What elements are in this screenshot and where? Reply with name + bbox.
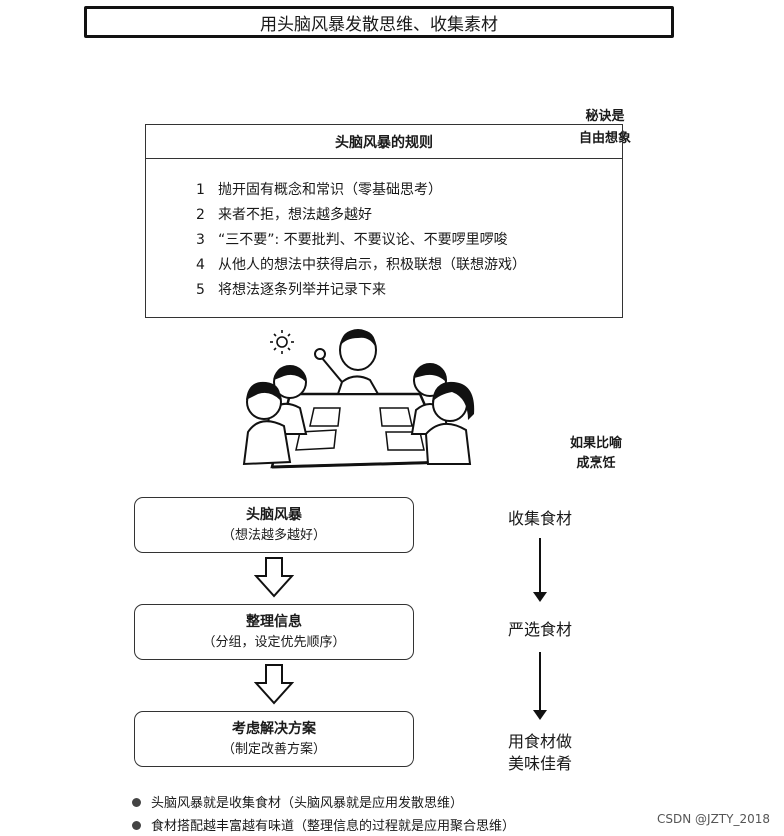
- food-step-text: 美味佳肴: [507, 754, 572, 773]
- page-title: 用头脑风暴发散思维、收集素材: [84, 6, 674, 38]
- cooking-analogy-label: 如果比喻 成烹饪: [556, 434, 636, 474]
- step-brainstorm: 头脑风暴 （想法越多越好）: [134, 497, 414, 553]
- note-item: 头脑风暴就是收集食材（头脑风暴就是应用发散思维）: [132, 792, 463, 811]
- rule-item: 5 将想法逐条列举并记录下来: [196, 279, 386, 299]
- rule-text: 从他人的想法中获得启示，积极联想（联想游戏）: [218, 257, 526, 273]
- rule-item: 4 从他人的想法中获得启示，积极联想（联想游戏）: [196, 254, 526, 274]
- rule-number: 1: [196, 182, 205, 198]
- rule-text: 抛开固有概念和常识（零基础思考）: [218, 182, 442, 198]
- step-title: 整理信息: [246, 614, 302, 630]
- rule-text: 将想法逐条列举并记录下来: [218, 282, 386, 298]
- rule-item: 2 来者不拒，想法越多越好: [196, 204, 372, 224]
- person-right-front: [424, 381, 475, 465]
- rules-title-text: 头脑风暴的规则: [335, 134, 433, 151]
- secret-note-line-2: 自由想象: [578, 131, 631, 146]
- rule-number: 2: [196, 207, 205, 223]
- cooking-analogy-line-2: 成烹饪: [576, 456, 616, 471]
- rule-number: 5: [196, 282, 205, 298]
- rule-item: 3 “三不要”: 不要批判、不要议论、不要啰里啰唆: [196, 229, 508, 249]
- step-solution: 考虑解决方案 （制定改善方案）: [134, 711, 414, 767]
- down-arrow-icon: [254, 664, 294, 705]
- lightbulb-icon: [270, 330, 294, 354]
- food-step-collect: 收集食材: [490, 508, 590, 530]
- note-text: 头脑风暴就是收集食材（头脑风暴就是应用发散思维）: [151, 796, 464, 811]
- food-step-select: 严选食材: [490, 619, 590, 641]
- step-subtitle: （分组，设定优先顺序）: [202, 635, 346, 650]
- cooking-analogy-line-1: 如果比喻: [569, 436, 622, 451]
- bullet-icon: [132, 798, 141, 807]
- down-arrow-icon: [533, 652, 547, 720]
- rule-item: 1 抛开固有概念和常识（零基础思考）: [196, 179, 442, 199]
- bullet-icon: [132, 821, 141, 830]
- watermark: CSDN @JZTY_2018: [657, 812, 770, 826]
- note-item: 食材搭配越丰富越有味道（整理信息的过程就是应用聚合思维）: [132, 815, 515, 834]
- rules-title: 头脑风暴的规则: [146, 125, 622, 159]
- down-arrow-icon: [533, 538, 547, 602]
- step-title: 考虑解决方案: [232, 721, 316, 737]
- rule-text: 来者不拒，想法越多越好: [218, 207, 372, 223]
- rule-number: 3: [196, 232, 205, 248]
- food-step-text: 收集食材: [507, 509, 572, 528]
- food-step-text: 严选食材: [507, 620, 572, 639]
- rule-text: “三不要”: 不要批判、不要议论、不要啰里啰唆: [218, 232, 508, 248]
- down-arrow-icon: [254, 557, 294, 598]
- step-subtitle: （想法越多越好）: [221, 528, 326, 543]
- rules-box: 头脑风暴的规则 1 抛开固有概念和常识（零基础思考） 2 来者不拒，想法越多越好 3…: [145, 124, 623, 318]
- page-title-text: 用头脑风暴发散思维、收集素材: [260, 14, 498, 35]
- note-text: 食材搭配越丰富越有味道（整理信息的过程就是应用聚合思维）: [151, 819, 516, 834]
- food-step-cook: 用食材做 美味佳肴: [490, 731, 590, 775]
- step-organize: 整理信息 （分组，设定优先顺序）: [134, 604, 414, 660]
- person-center: [314, 329, 380, 395]
- brainstorm-meeting-illustration: [242, 329, 475, 469]
- person-left-front: [242, 381, 292, 466]
- rule-number: 4: [196, 257, 205, 273]
- food-step-text: 用食材做: [507, 732, 572, 751]
- step-title: 头脑风暴: [246, 507, 302, 523]
- secret-note-line-1: 秘诀是: [585, 109, 625, 124]
- step-subtitle: （制定改善方案）: [221, 742, 326, 757]
- secret-note: 秘诀是 自由想象: [572, 106, 638, 150]
